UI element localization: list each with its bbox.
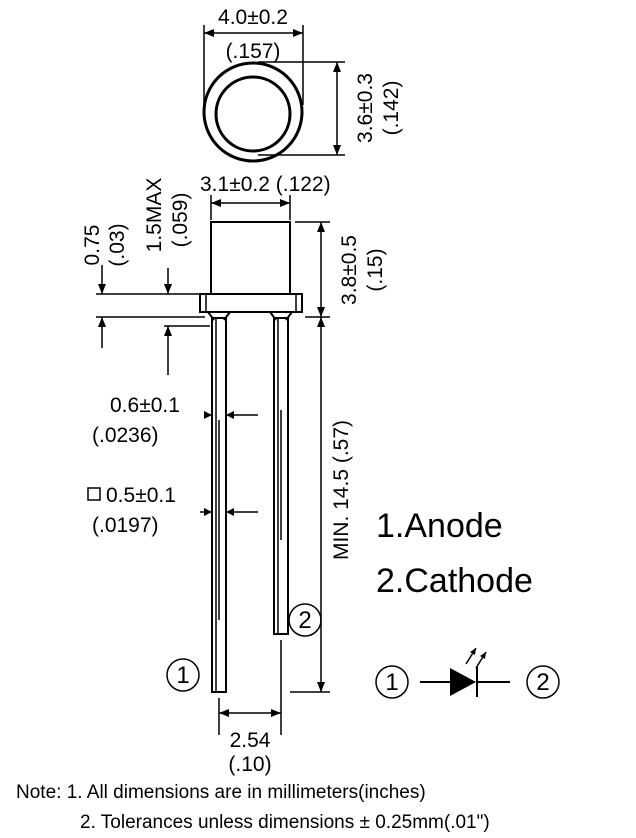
lead-width-mm: 0.6±0.1 <box>110 394 180 417</box>
note-line-2: 2. Tolerances unless dimensions ± 0.25mm… <box>80 812 490 833</box>
body-width-dim: 3.1±0.2 (.122) <box>200 173 331 196</box>
symbol-cathode-marker: 2 <box>536 669 549 696</box>
body-height-mm: 3.8±0.5 <box>338 235 361 305</box>
light-emission-icon <box>465 647 487 669</box>
diode-triangle <box>450 668 476 696</box>
led-body <box>210 221 291 295</box>
led-schematic-symbol: 1 2 <box>375 647 560 699</box>
square-section-icon <box>87 487 101 501</box>
pin-marker-cathode: 2 <box>298 607 311 634</box>
flange-in: (.03) <box>106 223 129 266</box>
top-view-inner-circle <box>214 75 292 153</box>
pitch-mm: 2.54 <box>230 729 271 752</box>
led-flange <box>199 293 303 313</box>
pitch-in: (.10) <box>228 753 271 776</box>
top-width-mm: 4.0±0.2 <box>218 6 288 29</box>
top-depth-in: (.142) <box>380 81 403 136</box>
meniscus-in: (.059) <box>169 193 192 248</box>
top-width-in: (.157) <box>226 40 281 63</box>
top-view: 4.0±0.2 (.157) 3.6±0.3 (.142) <box>202 6 403 163</box>
top-view-outer-ring <box>202 61 304 163</box>
lead-width-in: (.0236) <box>92 424 159 447</box>
cathode-label: 2.Cathode <box>376 562 533 600</box>
body-height-in: (.15) <box>364 248 387 291</box>
lead-square-in: (.0197) <box>92 514 159 537</box>
side-view: 3.1±0.2 (.122) 0.75 (.03) <box>81 173 387 776</box>
note-line-1: Note: 1. All dimensions are in millimete… <box>16 782 426 803</box>
anode-lead <box>211 317 227 693</box>
cathode-lead <box>273 317 289 635</box>
pin-marker-anode: 1 <box>176 662 189 689</box>
symbol-anode-marker: 1 <box>385 669 398 696</box>
meniscus-mm: 1.5MAX <box>143 178 166 253</box>
top-depth-mm: 3.6±0.3 <box>354 73 377 143</box>
flange-mm: 0.75 <box>81 225 104 266</box>
lead-length-dim: MIN. 14.5 (.57) <box>330 420 353 560</box>
anode-label: 1.Anode <box>376 507 503 545</box>
lead-square-mm: 0.5±0.1 <box>106 484 176 507</box>
